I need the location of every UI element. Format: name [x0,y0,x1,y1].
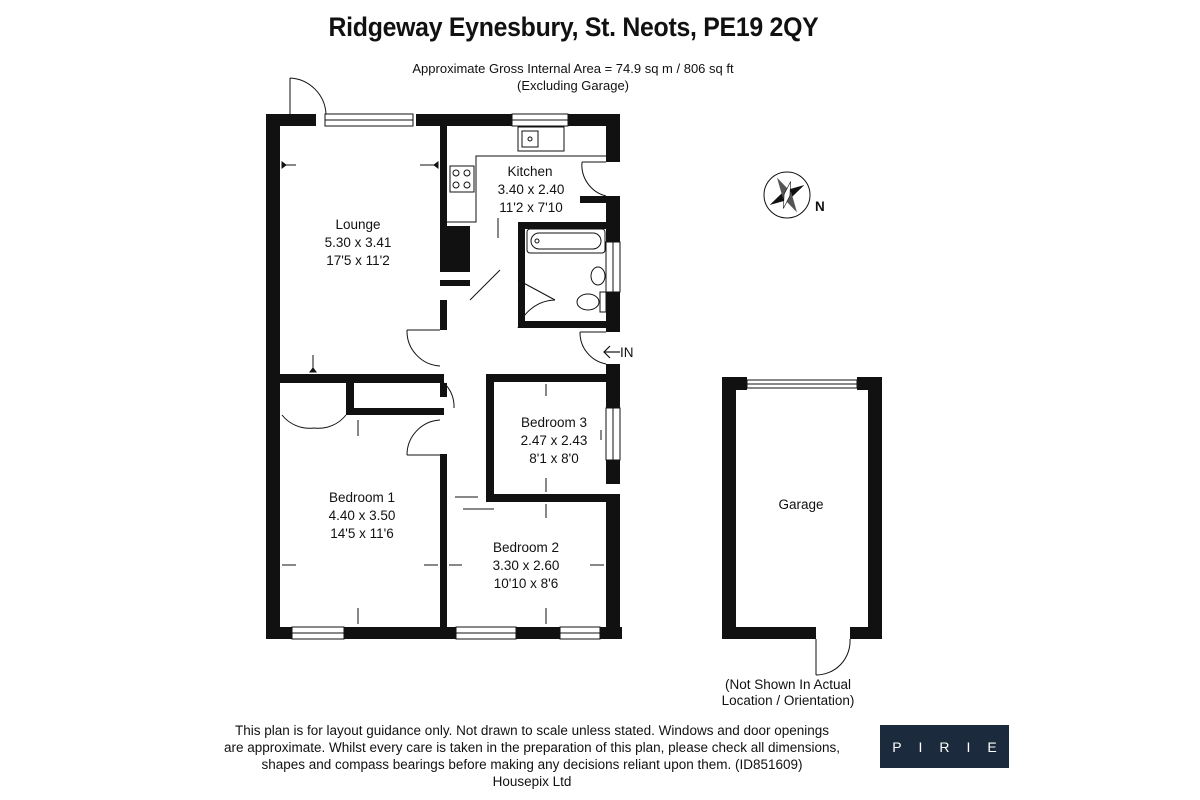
room-label-lounge: Lounge 5.30 x 3.41 17'5 x 11'2 [325,217,392,268]
room-imperial: 14'5 x 11'6 [330,526,393,541]
room-label-bedroom-1: Bedroom 1 4.40 x 3.50 14'5 x 11'6 [329,490,396,541]
room-label-bedroom-2: Bedroom 2 3.30 x 2.60 10'10 x 8'6 [493,540,560,591]
internal-walls [280,126,620,639]
agent-logo: PIRIE [880,725,1009,768]
windows [291,113,621,640]
garage-note-line: Location / Orientation) [721,693,855,708]
garage-orientation-note: (Not Shown In Actual Location / Orientat… [700,677,876,709]
logo-text: PIRIE [892,738,1014,755]
plan-title: Ridgeway Eynesbury, St. Neots, PE19 2QY [328,12,819,42]
room-name: Lounge [335,217,380,232]
toilet-cistern-icon [599,291,607,313]
room-label-kitchen: Kitchen 3.40 x 2.40 11'2 x 7'10 [498,164,565,215]
dimension-arrows [281,161,604,624]
garage-door [746,379,858,676]
room-metric: 2.47 x 2.43 [521,433,588,448]
room-name: Garage [778,497,823,512]
hob-icon [449,165,475,193]
room-label-bedroom-3: Bedroom 3 2.47 x 2.43 8'1 x 8'0 [521,415,588,466]
room-imperial: 11'2 x 7'10 [499,200,562,215]
disclaimer-line: This plan is for layout guidance only. N… [234,723,830,738]
room-label-garage: Garage [778,497,823,512]
garage-note-line: (Not Shown In Actual [724,677,852,692]
bathroom-fixtures [526,228,607,313]
room-imperial: 17'5 x 11'2 [326,253,389,268]
toilet-icon [576,293,600,311]
kitchen-units [447,126,606,223]
compass-north-label: N [815,199,825,214]
room-metric: 3.30 x 2.60 [493,558,560,573]
room-metric: 3.40 x 2.40 [498,182,565,197]
disclaimer: This plan is for layout guidance only. N… [212,722,852,790]
gross-area-line: Approximate Gross Internal Area = 74.9 s… [412,61,734,76]
room-name: Bedroom 1 [329,490,395,505]
room-name: Bedroom 3 [521,415,587,430]
garage-walls [722,377,882,639]
basin-icon [590,266,606,286]
gross-area: Approximate Gross Internal Area = 74.9 s… [373,60,773,94]
disclaimer-line: Housepix Ltd [492,774,572,789]
room-name: Kitchen [507,164,552,179]
compass-icon [763,171,811,219]
disclaimer-line: shapes and compass bearings before makin… [261,757,803,772]
room-imperial: 10'10 x 8'6 [494,576,558,591]
sink-icon [517,126,565,152]
room-metric: 4.40 x 3.50 [329,508,396,523]
disclaimer-line: are approximate. Whilst every care is ta… [223,740,841,755]
room-imperial: 8'1 x 8'0 [529,451,578,466]
excluding-garage-note: (Excluding Garage) [517,78,629,93]
room-metric: 5.30 x 3.41 [325,235,392,250]
room-name: Bedroom 2 [493,540,559,555]
doors [281,77,607,510]
entrance-arrow-icon [603,345,620,359]
entrance-label: IN [620,345,634,360]
bath-icon [526,228,606,254]
